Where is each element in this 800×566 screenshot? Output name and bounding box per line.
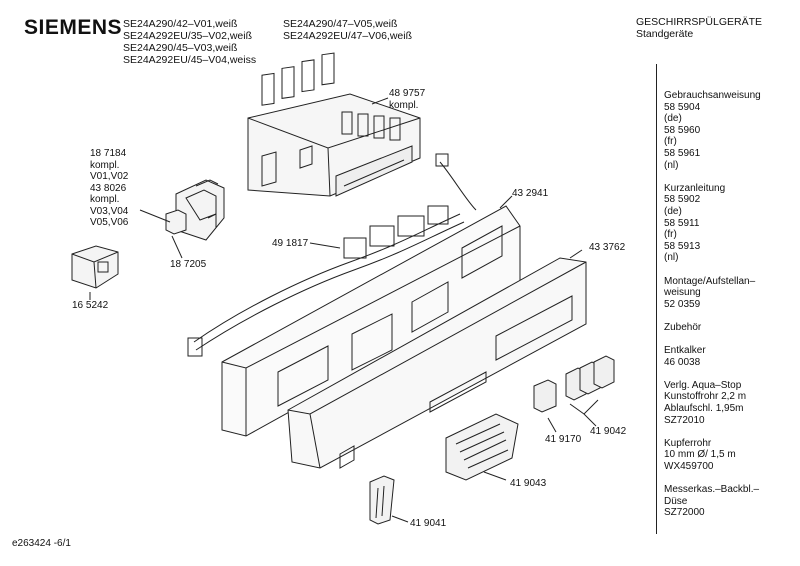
relay-assembly-part [165,179,225,241]
leader-line [569,249,583,259]
doc-line: (fr) [664,229,677,241]
part-label-41-9041: 41 9041 [410,518,447,529]
doc-line: 58 5913 [664,240,701,252]
doc-line: (fr) [664,136,677,148]
model-list-right: SE24A290/47–V05,weiß SE24A292EU/47–V06,w… [283,18,412,42]
part-label-49-1817: 49 1817 [272,238,309,249]
doc-line: Gebrauchsanweisung [664,90,761,101]
label-line: V05,V06 [90,217,129,228]
doc-line: weisung [664,287,701,299]
model-list-left: SE24A290/42–V01,weiß SE24A292EU/35–V02,w… [123,18,256,66]
doc-line: (de) [664,113,682,125]
model-line: SE24A292EU/47–V06,weiß [283,30,412,42]
brand-logo: SIEMENS [24,16,123,39]
doc-line: Montage/Aufstellan– [664,275,756,287]
doc-line: (nl) [664,252,679,264]
leader-line [139,209,171,223]
doc-line: 58 5911 [664,217,700,229]
doc-line: Verlg. Aqua–Stop [664,379,742,391]
part-label-43-3762: 43 3762 [589,242,626,253]
doc-group-accessories: Zubehör [664,322,798,334]
label-line: kompl. [389,99,419,111]
doc-line: Kupferrohr [664,437,712,449]
part-label-41-9170: 41 9170 [545,434,582,445]
cover-part [445,413,519,481]
doc-line: Kunstoffrohr 2,2 m [664,391,747,403]
label-line: kompl. [90,159,120,171]
label-line: 18 7184 [90,148,127,159]
electronic-module-part [247,52,421,197]
doc-group-installation: Montage/Aufstellan– weisung 52 0359 [664,276,798,311]
doc-line: Entkalker [664,345,706,357]
part-label-41-9043: 41 9043 [510,478,547,489]
doc-line: Zubehör [664,321,702,333]
doc-line: Ablaufschl. 1,95m [664,403,744,415]
leader-line [583,413,597,427]
label-line: V03,V04 [90,205,129,217]
doc-group-cutlery-nozzle: Messerkas.–Backbl.– Düse SZ72000 [664,484,798,519]
model-line: SE24A290/47–V05,weiß [283,18,398,30]
part-label-18-7205: 18 7205 [170,259,207,270]
doc-line: Düse [664,495,688,507]
key-part [369,475,395,525]
part-label-48-9757: 48 9757 kompl. [389,88,425,111]
model-line: SE24A290/45–V03,weiß [123,42,238,54]
label-line: kompl. [90,194,120,205]
switch-part [71,245,119,289]
doc-group-copper-pipe: Kupferrohr 10 mm Ø/ 1,5 m WX459700 [664,438,798,473]
label-line: V01,V02 [90,171,129,182]
title-line-1: GESCHIRRSPÜLGERÄTE [636,16,763,28]
leader-line [171,235,183,259]
part-label-18-7184: 18 7184 kompl. V01,V02 43 8026 kompl. V0… [90,148,128,229]
wiring-harness-part [187,153,477,357]
part-label-16-5242: 16 5242 [72,300,109,311]
doc-line: 46 0038 [664,356,701,368]
front-panel-part [287,257,587,469]
doc-line: 10 mm Ø/ 1,5 m [664,449,736,461]
doc-line: 52 0359 [664,298,701,310]
doc-line: (nl) [664,159,679,171]
sidebar-documents: Gebrauchsanweisung 58 5904 (de) 58 5960 … [664,90,798,531]
leader-line [309,242,341,249]
part-label-43-2941: 43 2941 [512,188,549,199]
leader-line [371,97,389,105]
doc-line: 58 5904 [664,101,701,113]
leader-line [547,417,557,433]
doc-group-manual: Gebrauchsanweisung 58 5904 (de) 58 5960 … [664,90,798,171]
doc-group-descaler: Entkalker 46 0038 [664,345,798,368]
document-id: e263424 -6/1 [12,538,71,549]
model-line: SE24A290/42–V01,weiß [123,18,238,30]
leader-line [391,515,409,523]
doc-line: SZ72000 [664,507,705,519]
doc-line: 58 5960 [664,124,701,136]
doc-line: SZ72010 [664,414,705,426]
doc-line: Kurzanleitung [664,182,726,194]
model-line: SE24A292EU/45–V04,weiss [123,54,257,66]
leader-line [569,399,599,415]
model-line: SE24A292EU/35–V02,weiß [123,30,252,42]
label-line: 43 8026 [90,182,127,194]
leader-line [499,195,513,209]
part-label-41-9042: 41 9042 [590,426,627,437]
sidebar-divider [656,64,657,534]
doc-group-aquastop: Verlg. Aqua–Stop Kunstoffrohr 2,2 m Abla… [664,380,798,426]
doc-line: WX459700 [664,461,714,472]
doc-line: 58 5902 [664,194,701,206]
button-set-part [533,355,615,413]
doc-group-short-guide: Kurzanleitung 58 5902 (de) 58 5911 (fr) … [664,183,798,264]
label-line: 48 9757 [389,88,426,99]
doc-line: 58 5961 [664,147,701,159]
leader-line [483,471,507,481]
doc-line: (de) [664,205,682,217]
doc-line: Messerkas.–Backbl.– [664,484,760,496]
page-title: GESCHIRRSPÜLGERÄTE Standgeräte [636,16,762,40]
title-line-2: Standgeräte [636,28,694,40]
